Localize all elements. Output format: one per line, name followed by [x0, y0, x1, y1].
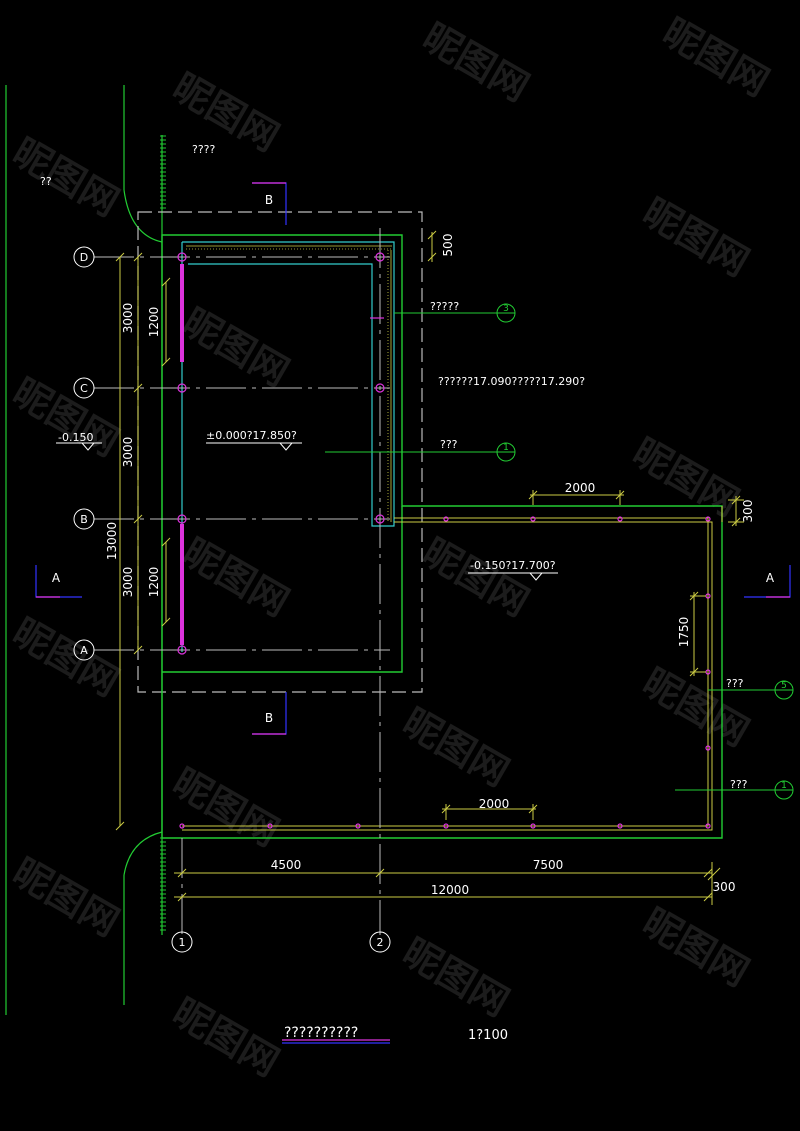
section-a-right: A: [766, 571, 775, 585]
axis-bubbles: [73, 246, 391, 953]
right-bubble-labels: 3 1 5 1: [503, 304, 787, 791]
dim-bottom-2: 7500: [533, 858, 564, 872]
axis-label-1: 1: [179, 936, 186, 949]
span-dimensions: [427, 230, 744, 820]
hatch-strip: [160, 135, 166, 931]
mid-note: ???: [440, 438, 458, 451]
dim-right-offset: 300: [741, 500, 755, 523]
right-note-1: ???: [726, 677, 744, 690]
dim-window-2: 1200: [147, 567, 161, 598]
dim-bottom-1: 4500: [271, 858, 302, 872]
axis-lines: [94, 228, 390, 935]
left-dimensions: [115, 252, 171, 831]
dim-right-span: 1750: [677, 617, 691, 648]
right-bubbles: [496, 303, 794, 800]
wall-note: ?????: [430, 300, 459, 313]
bubble-label: 1: [503, 443, 509, 453]
axis-labels: D C B A 1 2: [80, 251, 384, 949]
dim-left-bay-2: 3000: [121, 437, 135, 468]
roof-elevation: ??????17.090?????17.290?: [438, 375, 585, 388]
right-note-2: ???: [730, 778, 748, 791]
scale-text: 1?100: [468, 1028, 508, 1043]
axis-label-b: B: [80, 513, 88, 526]
roof-hatch: [186, 245, 392, 522]
top-note: ????: [192, 143, 216, 156]
bubble-label: 1: [781, 781, 787, 791]
dim-top-offset: 500: [441, 234, 455, 257]
dim-left-bay-1: 3000: [121, 303, 135, 334]
lower-elevation: -0.150?17.700?: [470, 559, 556, 572]
floor-elevation: ±0.000?17.850?: [206, 429, 297, 442]
left-elevation: -0.150: [58, 431, 93, 444]
title-underline: [282, 1039, 390, 1044]
bubble-label: 5: [781, 681, 787, 691]
section-labels: B B A A: [52, 193, 775, 725]
elevation-marks: [56, 442, 558, 581]
title-text: ??????????: [284, 1025, 358, 1041]
dim-window-1: 1200: [147, 307, 161, 338]
lower-block-inner: [182, 517, 713, 831]
bubble-label: 3: [503, 304, 509, 314]
section-b-bottom: B: [265, 711, 273, 725]
annotation-texts: ???? ?? ????? ??????17.090?????17.290? ±…: [40, 143, 748, 791]
section-b-top: B: [265, 193, 273, 207]
axis-label-a: A: [80, 644, 88, 657]
dim-bottom-total: 12000: [431, 883, 469, 897]
axis-label-c: C: [80, 382, 88, 395]
dim-left-bay-3: 3000: [121, 567, 135, 598]
bottom-dimensions: [174, 862, 721, 905]
dim-bottom-offset: 300: [713, 880, 736, 894]
section-marks: [35, 182, 791, 735]
dimension-texts: 3000 3000 3000 13000 1200 1200 500 300 2…: [105, 234, 755, 897]
axis-label-d: D: [80, 251, 88, 264]
leader-lines: [325, 312, 775, 791]
dim-bottom-span: 2000: [479, 797, 510, 811]
left-note: ??: [40, 175, 52, 188]
section-a-left: A: [52, 571, 61, 585]
dim-left-total: 13000: [105, 522, 119, 560]
dim-top-span: 2000: [565, 481, 596, 495]
axis-label-2: 2: [377, 936, 384, 949]
drawing-title: ?????????? 1?100: [284, 1025, 508, 1043]
